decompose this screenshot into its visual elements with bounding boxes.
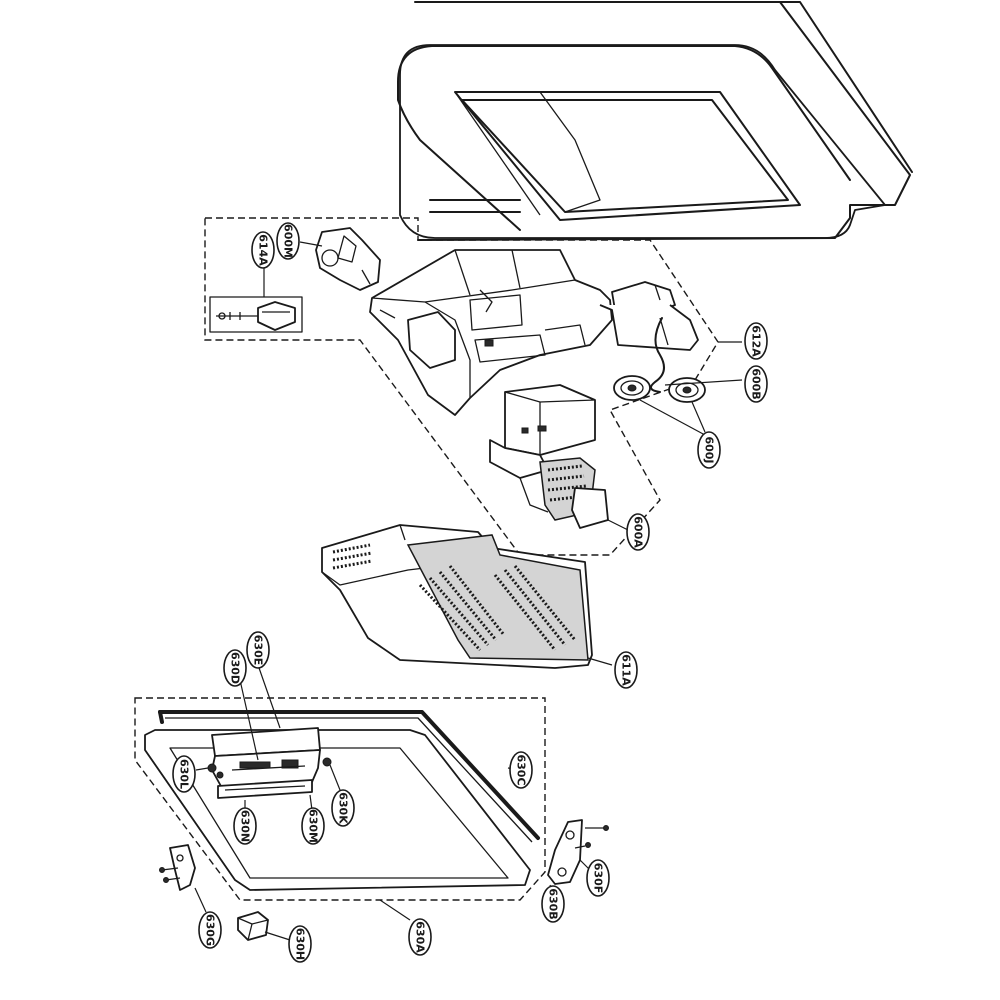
part-611a-cover: [321, 524, 593, 669]
screws-630l-630k: [207, 757, 332, 779]
svg-text:600J: 600J: [703, 436, 716, 463]
svg-text:630G: 630G: [204, 914, 217, 946]
svg-text:611A: 611A: [620, 654, 633, 686]
callout-630n: 630N: [233, 807, 257, 845]
callout-630g: 630G: [198, 911, 222, 949]
callout-630f: 630F: [586, 859, 610, 897]
leader-lines: [194, 241, 743, 941]
callout-600j: 600J: [697, 431, 721, 469]
svg-text:630L: 630L: [178, 759, 191, 789]
svg-text:630D: 630D: [229, 652, 242, 684]
part-612a-bracket: [599, 281, 699, 351]
svg-text:600A: 600A: [632, 516, 645, 548]
callout-630c: 630C: [509, 751, 533, 789]
callout-630h: 630H: [288, 925, 312, 963]
lower-assembly-boundary: [134, 697, 546, 901]
inset-box-614a: [209, 296, 303, 333]
callout-600b: 600B: [744, 365, 768, 403]
part-630e-controls: [211, 727, 321, 799]
callout-630k: 630K: [331, 789, 355, 827]
callout-612a: 612A: [744, 322, 768, 360]
svg-text:630E: 630E: [252, 635, 265, 665]
svg-text:630F: 630F: [592, 863, 605, 893]
part-600m: [315, 227, 381, 291]
callout-600a: 600A: [626, 513, 650, 551]
svg-text:630N: 630N: [239, 810, 252, 842]
part-600j-gears: [613, 375, 706, 403]
callout-630b: 630B: [541, 885, 565, 923]
part-614a: [216, 301, 296, 331]
callout-630l: 630L: [172, 755, 196, 793]
door-frame: [397, 1, 913, 241]
svg-text:612A: 612A: [750, 325, 763, 357]
part-630f-hinge: [547, 819, 609, 885]
callout-614a: 614A: [251, 231, 275, 269]
svg-text:630A: 630A: [414, 921, 427, 953]
svg-text:630B: 630B: [547, 888, 560, 919]
callout-611a: 611A: [614, 651, 638, 689]
svg-text:614A: 614A: [257, 234, 270, 266]
callout-630d: 630D: [223, 649, 247, 687]
callout-630e: 630E: [246, 631, 270, 669]
part-630g-bracket: [159, 844, 196, 891]
svg-text:600M: 600M: [282, 224, 295, 258]
callout-600m: 600M: [276, 222, 300, 260]
svg-text:630K: 630K: [337, 792, 350, 824]
ice-maker-housing: [369, 249, 613, 416]
part-600b-wire: [650, 317, 665, 393]
svg-text:600B: 600B: [750, 368, 763, 399]
part-630h-cap: [237, 911, 269, 941]
callout-630a: 630A: [408, 918, 432, 956]
svg-text:630H: 630H: [294, 928, 307, 960]
svg-text:630C: 630C: [515, 754, 528, 785]
part-600a-mechanism: [489, 384, 609, 529]
callout-630m: 630M: [301, 807, 325, 845]
svg-text:630M: 630M: [307, 809, 320, 843]
upper-assembly-boundary: [204, 217, 719, 556]
